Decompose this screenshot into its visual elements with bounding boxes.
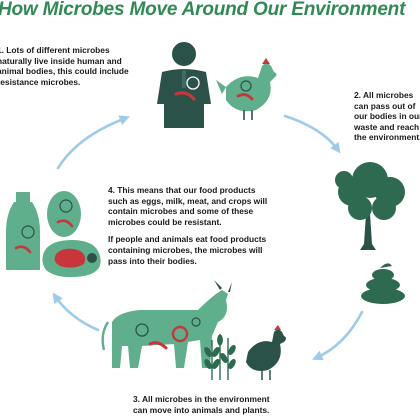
arrow-step1-to-step2 [283,114,341,154]
step-4-text: 4. This means that our food products suc… [108,185,268,266]
egg-icon [47,191,81,237]
milk-bottle-icon [6,192,40,270]
arrow-step3-to-step4 [52,292,100,332]
step-2-text: 2. All microbes can pass out of our bodi… [354,90,420,143]
step-3-text: 3. All microbes in the environment can m… [133,394,270,415]
cycle-arrows [52,114,364,361]
person-icon [157,42,211,128]
arrow-step2-to-step3 [312,310,364,361]
chicken-icon [216,58,277,120]
diagram-title: How Microbes Move Around Our Environment [0,0,406,20]
cow-icon [101,280,232,368]
crop-icon [204,334,236,380]
tree-icon [335,162,405,250]
hen-icon [246,325,286,380]
arrow-step4-to-step1 [56,115,130,170]
step-1-text: 1. Lots of different microbes naturally … [0,45,129,87]
meat-icon [42,240,101,278]
poo-icon [361,263,405,304]
